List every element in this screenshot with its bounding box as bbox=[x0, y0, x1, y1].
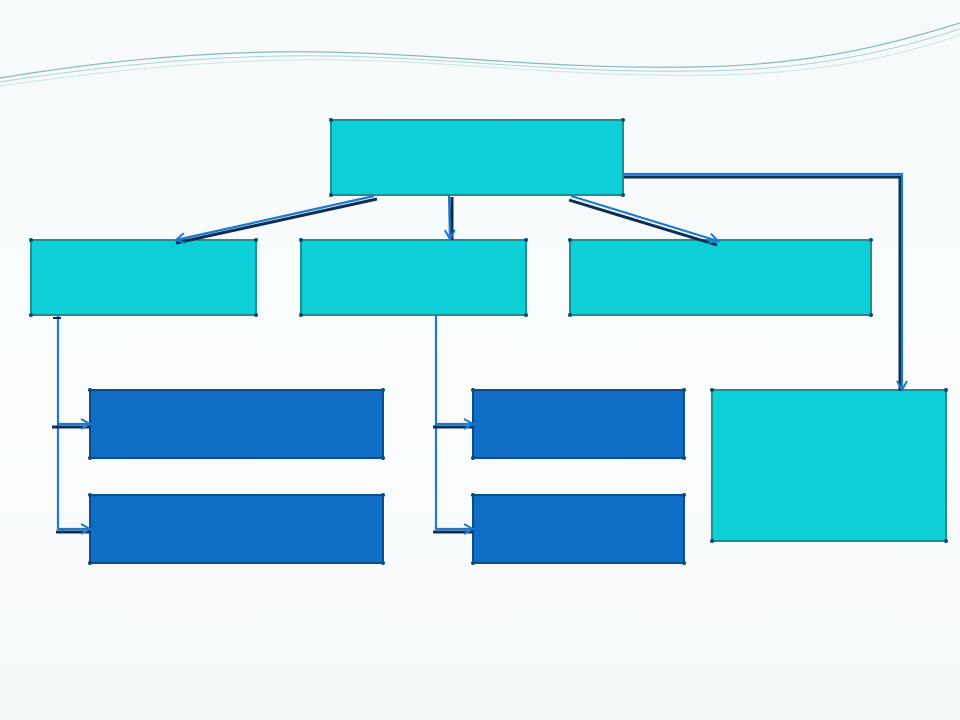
level2-box-middle bbox=[299, 238, 528, 317]
level2-box-right bbox=[568, 238, 873, 317]
child-box-left-2 bbox=[88, 493, 385, 565]
connector-middle-to-child-1 bbox=[433, 424, 473, 427]
level2-box-left bbox=[29, 238, 258, 317]
top-box bbox=[329, 118, 625, 197]
connector-top-to-left bbox=[176, 194, 378, 245]
connector-top-to-middle bbox=[449, 194, 452, 240]
connector-top-to-side-box bbox=[624, 172, 902, 391]
connector-left-to-child-2 bbox=[56, 529, 90, 532]
child-box-left-1 bbox=[88, 388, 385, 460]
connector-middle-to-child-2 bbox=[433, 529, 473, 532]
side-box-right bbox=[710, 388, 948, 543]
connector-top-to-right bbox=[568, 194, 718, 247]
connector-left-to-child-1 bbox=[52, 424, 90, 427]
child-box-middle-2 bbox=[471, 493, 686, 565]
